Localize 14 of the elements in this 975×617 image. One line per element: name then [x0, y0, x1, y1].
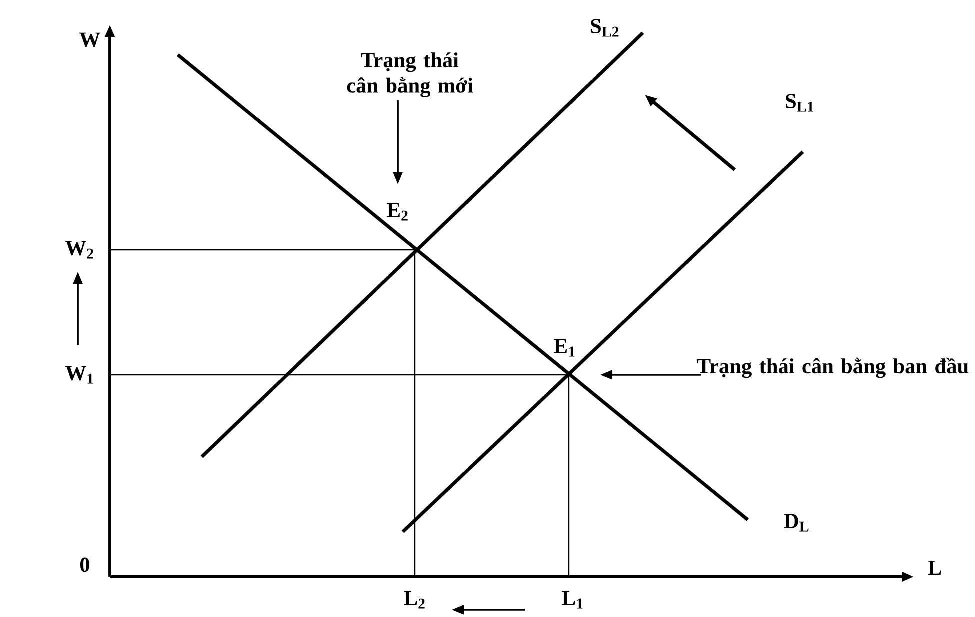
axis-value: W$_{1}$: [66, 366, 94, 384]
annotation-text: Trạng thái cân bằng mới: [347, 52, 474, 98]
point-label: E$_{2}$: [387, 203, 408, 221]
curve-label: S$_{L1}$: [786, 94, 814, 112]
point-label: E$_{1}$: [554, 339, 575, 357]
axis-label: L: [928, 561, 942, 575]
axis-value: L$_{2}$: [404, 591, 425, 609]
axis-label: W: [80, 32, 100, 48]
curve-label: S$_{L2}$: [591, 19, 619, 37]
axis-value: L$_{1}$: [562, 591, 583, 609]
annotation-text: Trạng thái cân bằng ban đầu: [697, 358, 969, 378]
axis-value: W$_{2}$: [66, 241, 94, 259]
curve-label: D$_{L}$: [784, 514, 809, 532]
axis-value: 0: [80, 558, 90, 572]
